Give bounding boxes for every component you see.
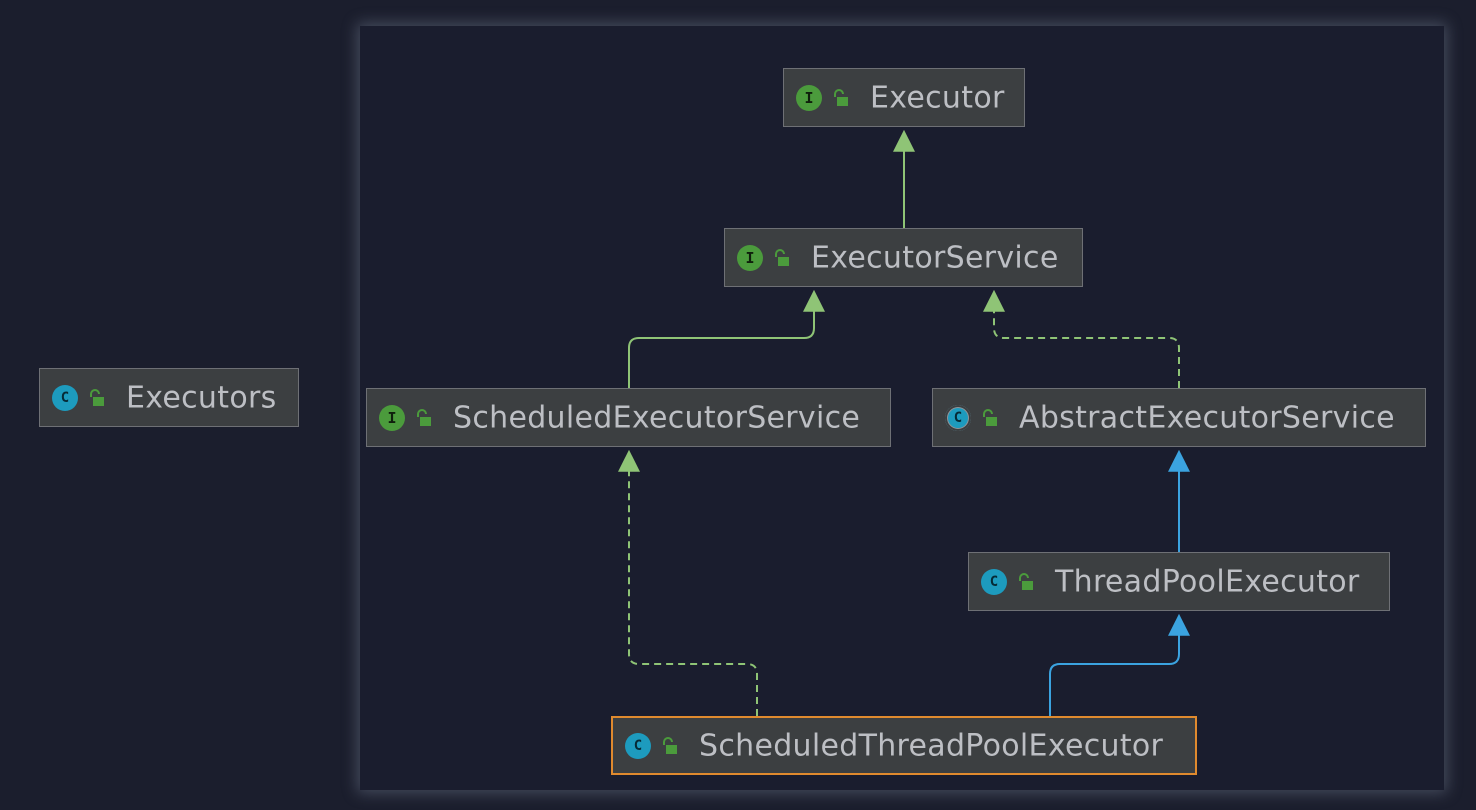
node-abstract-executor-service[interactable]: C AbstractExecutorService bbox=[932, 388, 1426, 447]
public-lock-icon bbox=[417, 408, 431, 426]
node-thread-pool-executor[interactable]: C ThreadPoolExecutor bbox=[968, 552, 1390, 611]
interface-icon: I bbox=[796, 84, 822, 111]
class-icon: C bbox=[981, 568, 1007, 595]
node-label: ThreadPoolExecutor bbox=[1055, 564, 1360, 599]
node-label: ExecutorService bbox=[811, 240, 1059, 275]
interface-icon: I bbox=[737, 244, 763, 271]
class-icon: C bbox=[52, 384, 78, 411]
public-lock-icon bbox=[834, 88, 848, 106]
node-label: Executor bbox=[870, 80, 1005, 115]
abstract-class-icon: C bbox=[945, 404, 971, 431]
interface-icon: I bbox=[379, 404, 405, 431]
public-lock-icon bbox=[663, 736, 677, 754]
node-scheduled-executor-service[interactable]: I ScheduledExecutorService bbox=[366, 388, 891, 447]
class-icon: C bbox=[625, 732, 651, 759]
node-executor-service[interactable]: I ExecutorService bbox=[724, 228, 1083, 287]
public-lock-icon bbox=[775, 248, 789, 266]
node-label: Executors bbox=[126, 380, 277, 415]
public-lock-icon bbox=[1019, 572, 1033, 590]
node-label: ScheduledExecutorService bbox=[453, 400, 861, 435]
node-label: ScheduledThreadPoolExecutor bbox=[699, 728, 1164, 763]
public-lock-icon bbox=[90, 388, 104, 406]
node-scheduled-thread-pool-executor[interactable]: C ScheduledThreadPoolExecutor bbox=[611, 716, 1197, 775]
node-label: AbstractExecutorService bbox=[1019, 400, 1395, 435]
node-executor[interactable]: I Executor bbox=[783, 68, 1025, 127]
public-lock-icon bbox=[983, 408, 997, 426]
node-executors[interactable]: C Executors bbox=[39, 368, 299, 427]
